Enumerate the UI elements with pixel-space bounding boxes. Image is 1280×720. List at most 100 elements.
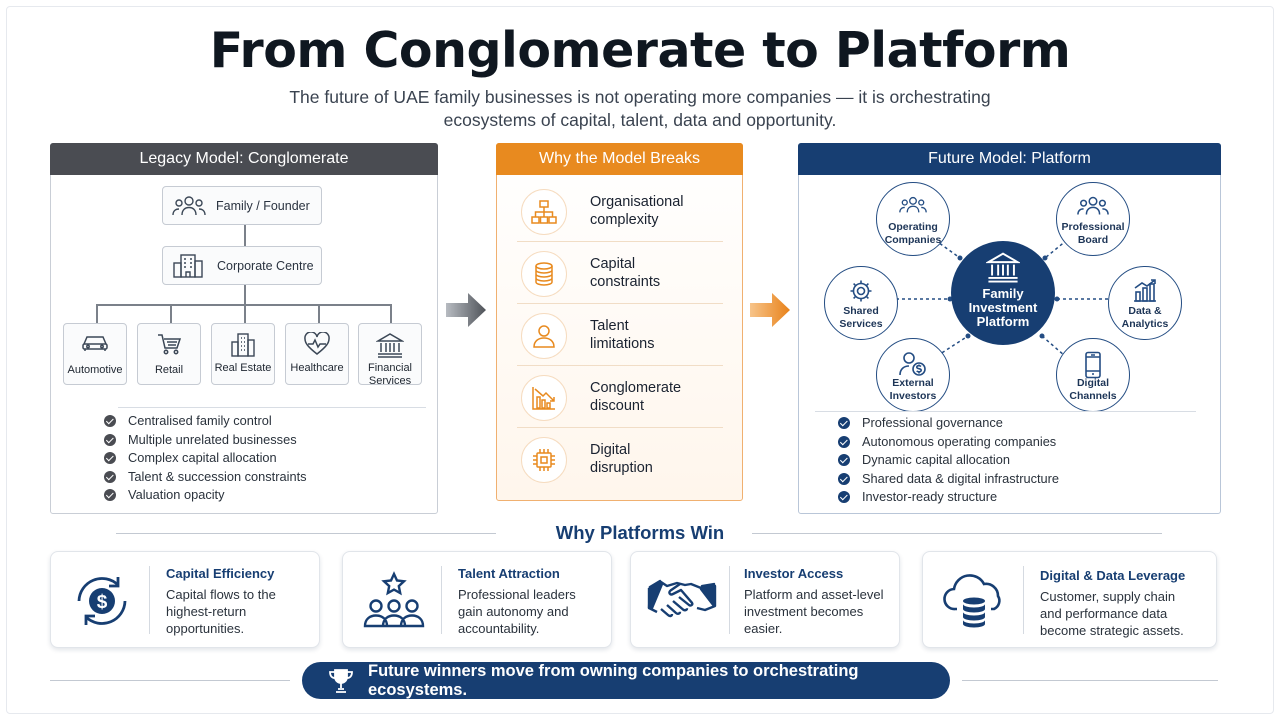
chip-icon bbox=[533, 449, 555, 471]
node-label: Data & bbox=[1128, 305, 1162, 317]
bank-icon bbox=[986, 252, 1020, 283]
check-icon bbox=[838, 435, 850, 448]
bank-icon bbox=[376, 333, 404, 358]
node-label: Analytics bbox=[1121, 317, 1169, 330]
page-title: From Conglomerate to Platform bbox=[209, 22, 1071, 79]
coins-icon bbox=[535, 262, 553, 286]
check-icon bbox=[838, 454, 850, 466]
conclusion-text: Future winners move from owning companie… bbox=[368, 661, 859, 699]
break-label: Talent bbox=[590, 318, 629, 334]
legacy-panel-header: Legacy Model: Conglomerate bbox=[50, 143, 438, 175]
cart-icon bbox=[158, 334, 182, 355]
team-star-icon bbox=[363, 571, 425, 628]
check-icon bbox=[104, 489, 116, 501]
divider bbox=[118, 407, 426, 408]
divider bbox=[752, 533, 1162, 534]
org-chart-icon bbox=[531, 200, 557, 224]
future-panel-header: Future Model: Platform bbox=[798, 143, 1221, 175]
corporate-centre-node: Corporate Centre bbox=[162, 246, 322, 285]
business-automotive: Automotive bbox=[63, 323, 127, 385]
divider bbox=[116, 533, 496, 534]
handshake-icon bbox=[647, 579, 717, 618]
arrow-right-icon bbox=[446, 293, 486, 327]
list-item: Multiple unrelated businesses bbox=[104, 431, 307, 450]
bar-chart-icon bbox=[1134, 279, 1156, 302]
card-title: Investor Access bbox=[744, 566, 844, 581]
node-label: Companies bbox=[884, 233, 942, 246]
break-label: discount bbox=[590, 398, 645, 414]
family-founder-node: Family / Founder bbox=[162, 186, 322, 225]
break-item-talent: Talent limitations bbox=[517, 306, 723, 366]
node-label: Operating bbox=[888, 221, 938, 233]
divider bbox=[50, 680, 290, 681]
people-group-icon bbox=[172, 195, 206, 215]
business-healthcare: Healthcare bbox=[285, 323, 349, 385]
node-label: Channels bbox=[1069, 389, 1117, 402]
person-icon bbox=[533, 325, 555, 348]
list-item: Centralised family control bbox=[104, 412, 307, 431]
card-investor-access: Investor Access Platform and asset-level… bbox=[630, 551, 900, 648]
check-icon bbox=[838, 472, 850, 485]
hub-label: Family bbox=[982, 286, 1024, 301]
trophy-icon bbox=[329, 669, 353, 693]
cloud-database-icon bbox=[943, 574, 1001, 628]
check-icon bbox=[104, 470, 116, 483]
breaks-panel-header: Why the Model Breaks bbox=[496, 143, 743, 175]
business-retail: Retail bbox=[137, 323, 201, 385]
hub-label: Platform bbox=[976, 314, 1030, 329]
break-label: Organisational bbox=[590, 194, 684, 210]
connector-line bbox=[390, 304, 392, 323]
card-title: Digital & Data Leverage bbox=[1040, 568, 1186, 583]
future-traits-list: Professional governance Autonomous opera… bbox=[838, 414, 1059, 507]
page-frame bbox=[6, 6, 1274, 714]
people-icon bbox=[1077, 196, 1109, 215]
list-item: Investor-ready structure bbox=[838, 488, 1059, 507]
arrow-right-icon bbox=[750, 293, 790, 327]
connector-line bbox=[318, 304, 320, 323]
legacy-traits-list: Centralised family control Multiple unre… bbox=[104, 412, 307, 505]
page-subtitle: The future of UAE family businesses is n… bbox=[240, 86, 1040, 132]
dollar-cycle-icon: $ bbox=[77, 577, 127, 625]
investor-icon bbox=[899, 352, 926, 376]
check-icon bbox=[838, 491, 850, 503]
break-label: Digital bbox=[590, 442, 631, 458]
card-title: Capital Efficiency bbox=[166, 566, 275, 581]
family-founder-label: Family / Founder bbox=[216, 198, 310, 213]
break-label: constraints bbox=[590, 274, 661, 290]
list-item: Talent & succession constraints bbox=[104, 468, 307, 487]
card-title: Talent Attraction bbox=[458, 566, 560, 581]
building-icon bbox=[231, 333, 255, 357]
why-platforms-win-title: Why Platforms Win bbox=[555, 522, 725, 543]
check-icon bbox=[104, 415, 116, 427]
business-label: Healthcare bbox=[290, 362, 344, 374]
corporate-centre-label: Corporate Centre bbox=[217, 258, 314, 273]
connector-line bbox=[170, 304, 172, 323]
node-label: Shared bbox=[843, 305, 879, 317]
list-item: Valuation opacity bbox=[104, 486, 307, 505]
check-icon bbox=[838, 417, 850, 429]
node-label: Digital bbox=[1076, 377, 1110, 389]
node-label: External bbox=[892, 377, 934, 389]
list-item: Complex capital allocation bbox=[104, 449, 307, 468]
node-label: Board bbox=[1077, 233, 1109, 246]
business-real-estate: Real Estate bbox=[211, 323, 275, 385]
check-icon bbox=[104, 433, 116, 446]
break-item-capital: Capital constraints bbox=[517, 244, 723, 304]
node-label: Investors bbox=[889, 389, 937, 402]
break-label: limitations bbox=[590, 336, 655, 352]
break-label: Capital bbox=[590, 256, 636, 272]
heart-pulse-icon bbox=[304, 332, 330, 355]
